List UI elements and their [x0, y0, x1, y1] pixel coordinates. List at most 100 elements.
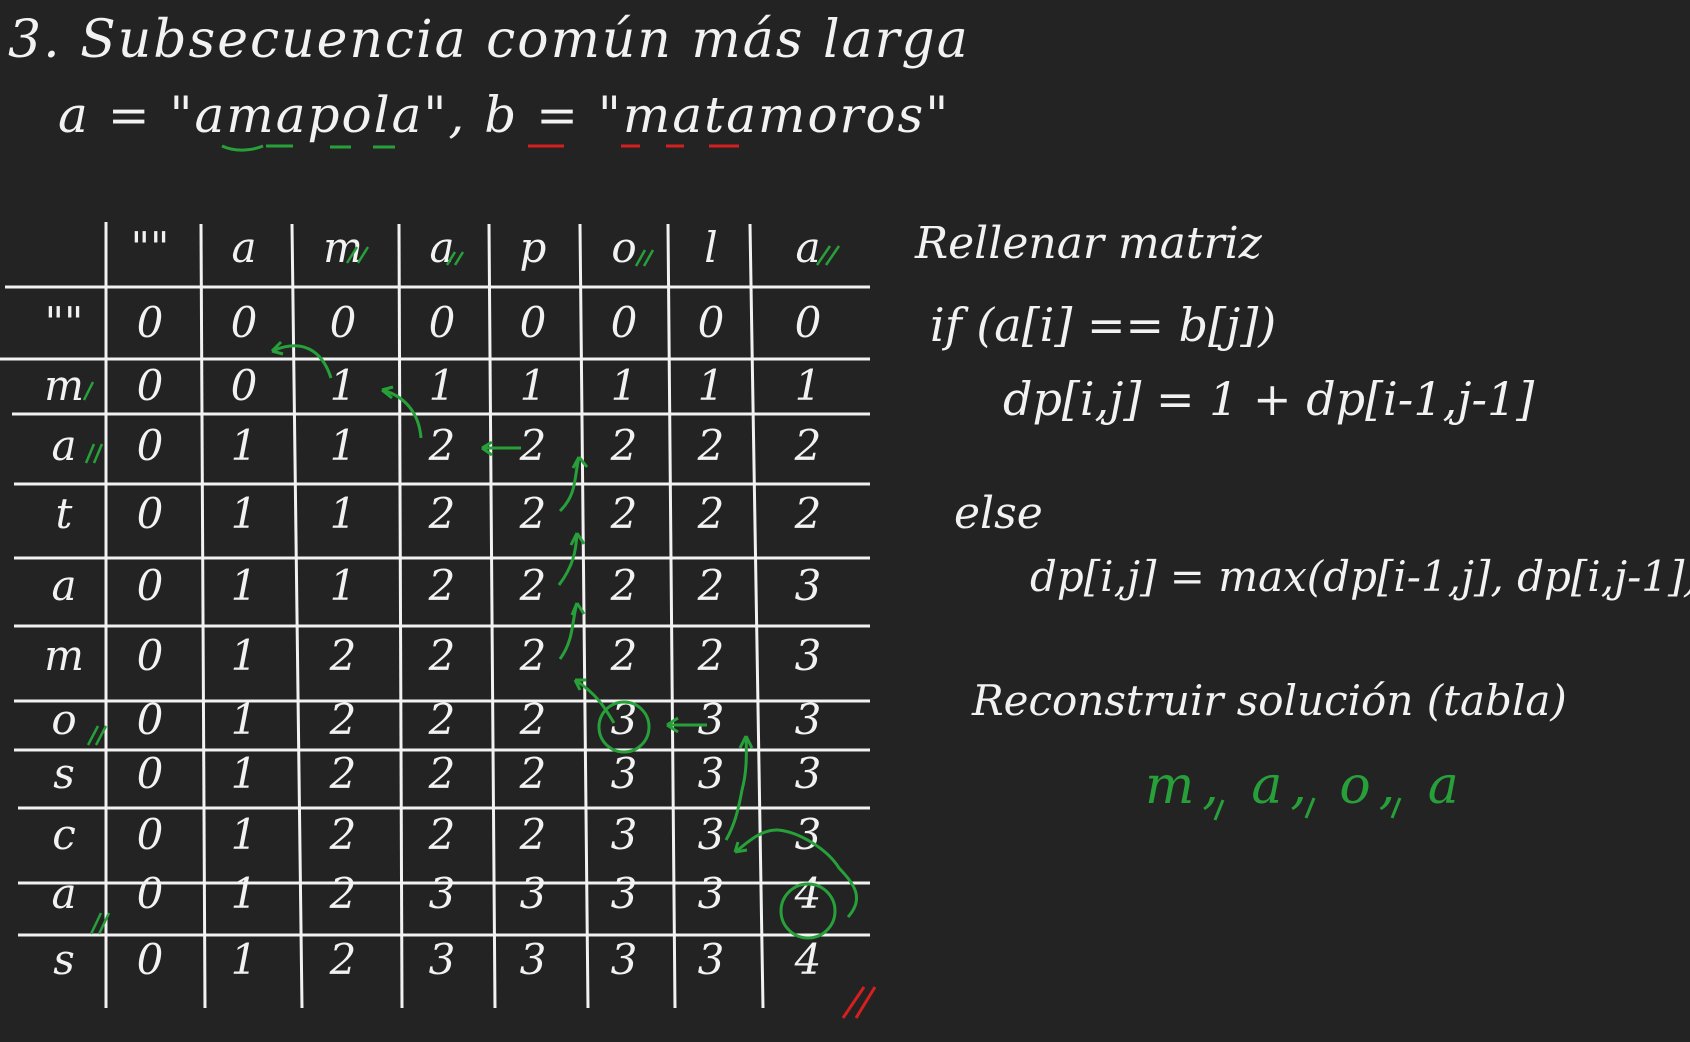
- trace-segment-4: [734, 828, 859, 918]
- red-end-marks: [841, 986, 877, 1019]
- dp-else-formula: dp[i,j] = max(dp[i-1,j], dp[i,j-1]): [1030, 552, 1690, 601]
- grid-line-v-3: [290, 223, 304, 1009]
- dp-cell: 2: [697, 421, 725, 470]
- trace-arrow-2b: [570, 602, 586, 616]
- grid-line-v-6: [578, 223, 590, 1009]
- trace-arrow-3b: [666, 716, 679, 734]
- dp-cell: 2: [794, 489, 822, 538]
- dp-cell: 2: [610, 489, 638, 538]
- dp-cell: 0: [230, 298, 258, 347]
- dp-cell: 0: [136, 298, 164, 347]
- lcs-result: m, a, o, a: [1145, 756, 1467, 816]
- dp-cell: 1: [230, 489, 258, 538]
- traceback-circle-4: [779, 882, 837, 940]
- dp-cell: 2: [428, 631, 456, 680]
- dp-cell: 3: [610, 749, 638, 798]
- dp-cell: 2: [519, 561, 547, 610]
- trace-arrow-1: [381, 385, 394, 400]
- dp-cell: 1: [230, 695, 258, 744]
- dp-cell: 2: [697, 631, 725, 680]
- dp-cell: 0: [329, 298, 357, 347]
- row-header: t: [55, 489, 73, 538]
- match-mark-row-o: [86, 725, 108, 746]
- match-mark-row-m: [82, 381, 95, 401]
- fill-matrix-heading: Rellenar matriz: [915, 218, 1262, 269]
- result-separator-2: [1304, 797, 1316, 819]
- dp-cell: 1: [519, 361, 547, 410]
- row-header: s: [53, 935, 75, 984]
- dp-cell: 2: [329, 810, 357, 859]
- reconstruct-heading: Reconstruir solución (tabla): [972, 676, 1567, 725]
- match-mark-col-a: [445, 251, 465, 266]
- dp-cell: 1: [329, 361, 357, 410]
- dp-cell: 1: [329, 489, 357, 538]
- dp-cell: 3: [697, 749, 725, 798]
- column-header: "": [130, 223, 170, 272]
- dp-cell: 3: [610, 695, 638, 744]
- match-marks: [82, 245, 841, 935]
- grid-line-v-7: [666, 223, 677, 1009]
- dp-cell: 3: [610, 810, 638, 859]
- row-header: c: [52, 810, 76, 859]
- match-mark-row-a-second: [89, 912, 111, 935]
- dp-cell: 0: [428, 298, 456, 347]
- dp-cell: 1: [329, 561, 357, 610]
- dp-cell: 1: [230, 810, 258, 859]
- column-header: l: [704, 223, 718, 272]
- dp-cell: 1: [230, 869, 258, 918]
- dp-cell: 2: [329, 935, 357, 984]
- dp-cell: 1: [329, 421, 357, 470]
- dp-cell: 0: [519, 298, 547, 347]
- dp-cell: 2: [428, 561, 456, 610]
- dp-cell: 1: [697, 361, 725, 410]
- dp-cell: 3: [519, 935, 547, 984]
- dp-cell: 0: [697, 298, 725, 347]
- trace-segment-2c: [557, 532, 579, 586]
- trace-arrow-1b: [270, 340, 284, 356]
- dp-cell: 2: [428, 421, 456, 470]
- table-grid-lines: [0, 222, 870, 1009]
- dp-cell: 0: [136, 869, 164, 918]
- underline-amapola: [221, 144, 395, 152]
- trace-segment-1b: [271, 344, 333, 379]
- dp-cell: 0: [230, 361, 258, 410]
- dp-cell: 0: [136, 695, 164, 744]
- column-header: o: [611, 223, 637, 272]
- dp-cell: 0: [136, 361, 164, 410]
- else-label: else: [954, 488, 1043, 539]
- dp-cell: 2: [519, 489, 547, 538]
- trace-arrow-4: [733, 841, 748, 854]
- match-mark-col-a-last: [815, 245, 841, 266]
- result-separator-1: [1213, 799, 1225, 821]
- dp-cell: 2: [519, 695, 547, 744]
- dp-cell: 2: [329, 695, 357, 744]
- dp-cell: 2: [428, 489, 456, 538]
- dp-cell: 0: [136, 631, 164, 680]
- grid-line-v-5: [487, 223, 497, 1009]
- result-separator-3: [1390, 797, 1402, 819]
- dp-cell: 3: [794, 695, 822, 744]
- dp-cell: 4: [794, 935, 822, 984]
- dp-cell: 2: [610, 561, 638, 610]
- dp-cell: 2: [610, 631, 638, 680]
- result-separators: [1213, 797, 1402, 821]
- dp-cell: 0: [136, 810, 164, 859]
- dp-cell: 2: [519, 749, 547, 798]
- row-header: s: [53, 749, 75, 798]
- dp-cell: 3: [697, 810, 725, 859]
- match-mark-row-a: [84, 443, 104, 464]
- dp-cell: 0: [136, 749, 164, 798]
- if-condition: if (a[i] == b[j]): [930, 298, 1277, 352]
- grid-line-v-4: [397, 223, 404, 1009]
- dp-cell: 4: [794, 869, 822, 918]
- trace-arrow-2e: [481, 440, 493, 457]
- dp-cell: 2: [610, 421, 638, 470]
- dp-cell: 0: [136, 489, 164, 538]
- dp-cell: 1: [794, 361, 822, 410]
- dp-cell: 1: [230, 631, 258, 680]
- page-title: 3. Subsecuencia común más larga: [8, 10, 970, 70]
- row-header: m: [44, 631, 84, 680]
